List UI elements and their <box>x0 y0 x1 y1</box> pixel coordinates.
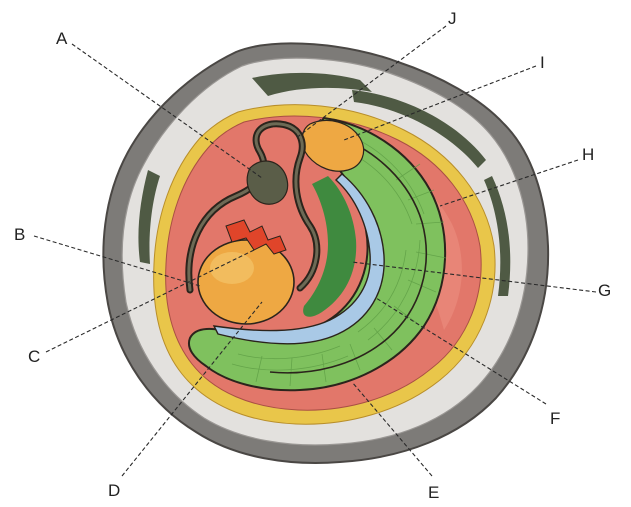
label-i: I <box>540 53 545 72</box>
label-a: A <box>56 29 68 48</box>
label-j: J <box>448 9 457 28</box>
label-c: C <box>28 347 40 366</box>
label-b: B <box>14 225 25 244</box>
label-h: H <box>582 145 594 164</box>
label-f: F <box>550 409 560 428</box>
label-g: G <box>598 281 611 300</box>
label-e: E <box>428 483 439 502</box>
label-d: D <box>108 481 120 500</box>
